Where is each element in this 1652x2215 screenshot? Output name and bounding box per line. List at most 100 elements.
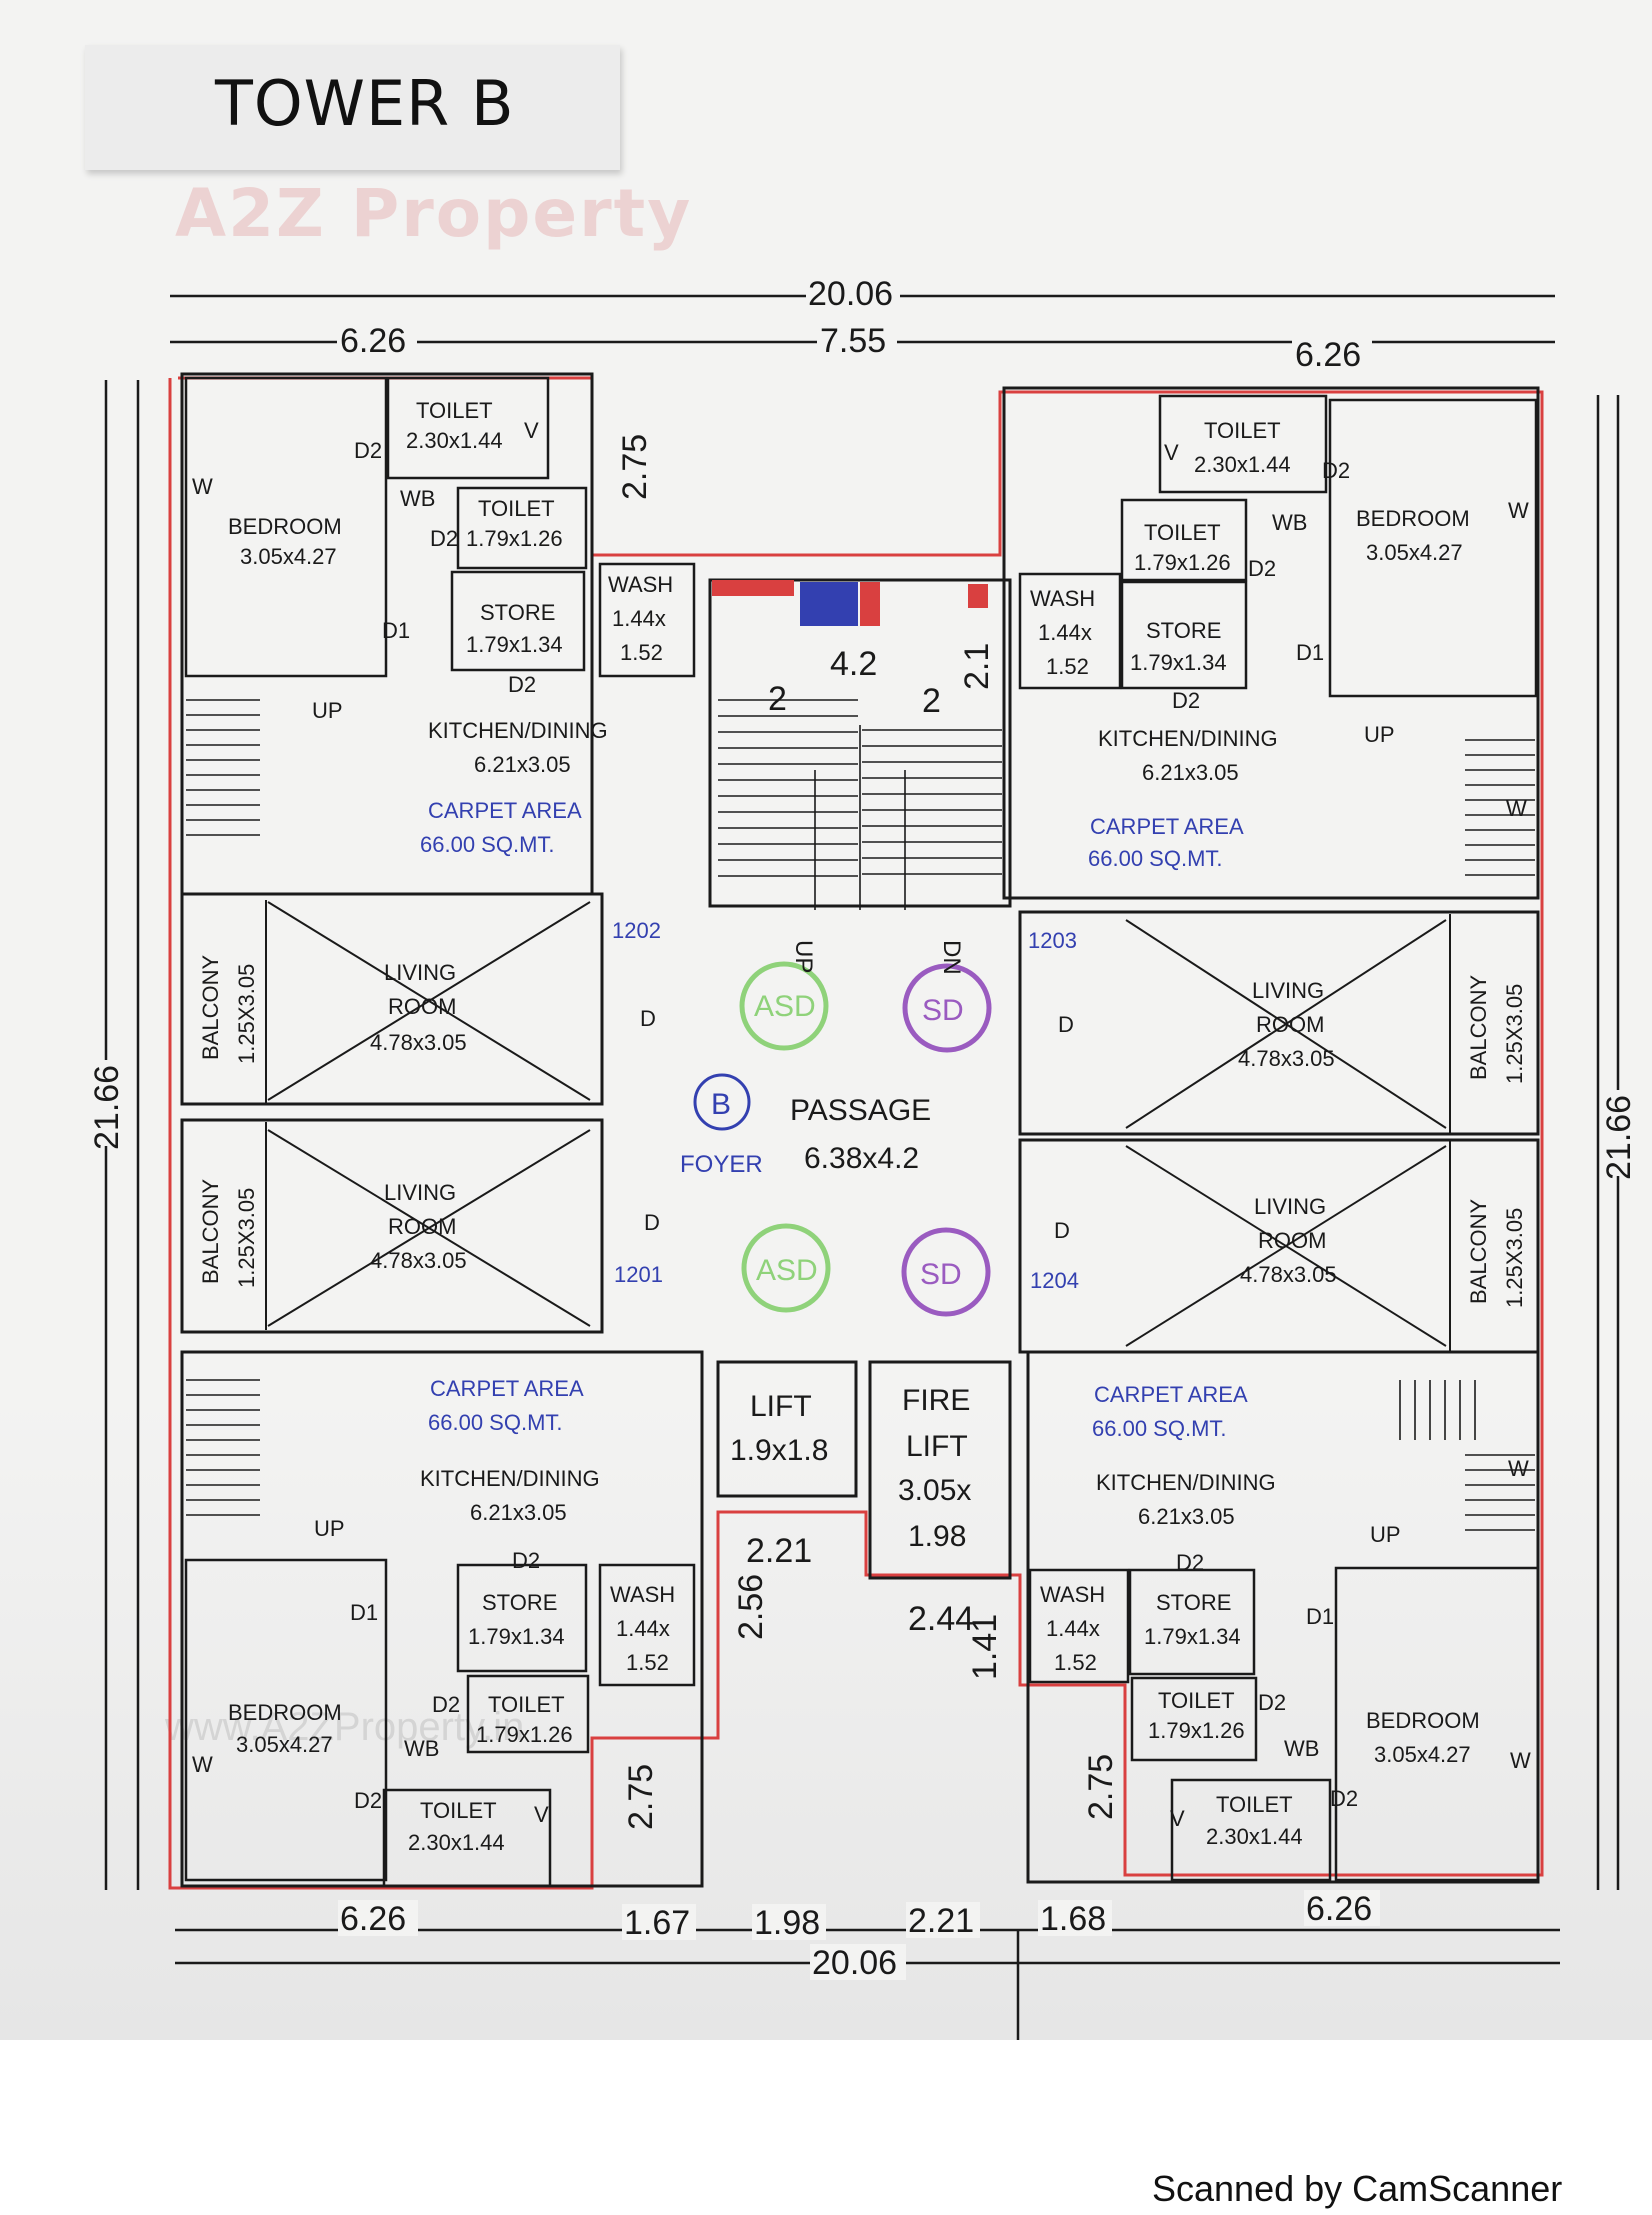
dim-duct-top-left: 2.75 [616, 434, 654, 500]
label-door: D [1054, 1218, 1070, 1243]
label-door: D2 [354, 1788, 382, 1813]
title-card: TOWER B [85, 45, 620, 170]
label-toilet: TOILET [1144, 520, 1221, 545]
unit-number: 1202 [612, 918, 661, 943]
label-door: D2 [1258, 1690, 1286, 1715]
dim-bottom-left: 6.26 [340, 1900, 406, 1938]
label-vent: V [524, 418, 539, 443]
label-foyer: FOYER [680, 1151, 763, 1178]
dim-top-mid: 7.55 [820, 322, 886, 360]
label-toilet: TOILET [1158, 1688, 1235, 1713]
stair-treads [186, 699, 1535, 1531]
label-carpet-value: 66.00 SQ.MT. [1088, 846, 1223, 871]
dim-stair-width: 4.2 [830, 645, 877, 683]
label-kitchen: KITCHEN/DINING [1098, 726, 1278, 751]
label-kitchen: KITCHEN/DINING [428, 718, 608, 743]
label-window: W [1506, 796, 1527, 821]
label-door: D2 [1172, 688, 1200, 713]
label-stair-up: UP [314, 1516, 345, 1541]
label-wash-dim: 1.44x [1038, 620, 1092, 645]
label-wash-basin: WB [400, 486, 435, 511]
label-wash: WASH [1030, 586, 1095, 611]
dim-duct-bottom-left: 2.75 [622, 1764, 660, 1830]
label-balcony: BALCONY [198, 1179, 223, 1284]
label-carpet-area: CARPET AREA [430, 1376, 584, 1401]
label-wash-basin: WB [1284, 1736, 1319, 1761]
label-door: D1 [382, 618, 410, 643]
living-room-marks [265, 900, 1451, 1352]
label-balcony: BALCONY [198, 955, 223, 1060]
label-sd: SD [920, 1258, 962, 1291]
label-stair-down: DN [938, 940, 965, 975]
label-wash-dim: 1.44x [612, 606, 666, 631]
label-toilet: TOILET [1204, 418, 1281, 443]
label-door: D2 [1176, 1550, 1204, 1575]
dim-top-left: 6.26 [340, 322, 406, 360]
partitions [184, 376, 1540, 1888]
unit-number: 1201 [614, 1262, 663, 1287]
label-living-dim: 4.78x3.05 [370, 1248, 467, 1273]
label-door: D2 [430, 526, 458, 551]
dim-lobby-depth: 2.56 [732, 1574, 770, 1640]
label-lift-dim: 1.9x1.8 [730, 1434, 828, 1467]
label-door: D2 [432, 1692, 460, 1717]
label-wash-basin: WB [1272, 510, 1307, 535]
label-fire-lift-dim: 3.05x [898, 1474, 971, 1507]
dim-lobby2-depth: 1.41 [966, 1614, 1004, 1680]
label-wash: WASH [608, 572, 673, 597]
label-living: ROOM [388, 1214, 456, 1239]
label-kitchen-dim: 6.21x3.05 [1138, 1504, 1235, 1529]
label-vent: V [534, 1802, 549, 1827]
label-living: ROOM [388, 994, 456, 1019]
flat-1201-labels: 1201 CARPET AREA 66.00 SQ.MT. LIVING ROO… [192, 1179, 675, 1855]
detector-circles [693, 961, 992, 1317]
label-fire-lift: FIRE [902, 1384, 970, 1417]
dim-stair-right: 2 [922, 682, 941, 720]
label-living: LIVING [1254, 1194, 1326, 1219]
label-passage: PASSAGE [790, 1094, 931, 1127]
label-carpet-area: CARPET AREA [428, 798, 582, 823]
label-wash-dim: 1.44x [616, 1616, 670, 1641]
core-labels: PASSAGE 6.38x4.2 B FOYER LIFT 1.9x1.8 FI… [680, 940, 971, 1553]
label-wash-dim: 1.52 [1054, 1650, 1097, 1675]
dim-bottom-seg3: 2.21 [908, 1902, 974, 1940]
label-living-dim: 4.78x3.05 [1238, 1046, 1335, 1071]
dim-lobby2-width: 2.44 [908, 1600, 974, 1638]
label-bedroom-dim: 3.05x4.27 [1366, 540, 1463, 565]
flat-1202-labels: TOILET 2.30x1.44 TOILET 1.79x1.26 BEDROO… [192, 398, 673, 1064]
label-sd: SD [922, 994, 964, 1027]
label-bedroom: BEDROOM [1356, 506, 1470, 531]
fire-equipment-icon [712, 580, 988, 626]
dim-left-height: 21.66 [88, 1065, 126, 1150]
label-fire-lift-dim: 1.98 [908, 1520, 966, 1553]
label-toilet: TOILET [420, 1798, 497, 1823]
label-balcony: BALCONY [1466, 975, 1491, 1080]
label-tower-letter: B [711, 1088, 731, 1121]
label-kitchen-dim: 6.21x3.05 [474, 752, 571, 777]
plan-text: 20.06 6.26 7.55 6.26 20.06 6.26 1.67 1.9… [88, 275, 1638, 1982]
label-toilet-dim: 1.79x1.26 [1134, 550, 1231, 575]
label-door: D2 [1248, 556, 1276, 581]
label-kitchen: KITCHEN/DINING [420, 1466, 600, 1491]
label-lift: LIFT [750, 1390, 812, 1423]
label-store-dim: 1.79x1.34 [1130, 650, 1227, 675]
label-stair-up: UP [1364, 722, 1395, 747]
label-door: D2 [354, 438, 382, 463]
label-door: D2 [1330, 1786, 1358, 1811]
label-toilet-dim: 2.30x1.44 [1194, 452, 1291, 477]
label-bedroom: BEDROOM [228, 1700, 342, 1725]
label-balcony-dim: 1.25X3.05 [234, 1188, 259, 1288]
label-living: ROOM [1256, 1012, 1324, 1037]
label-bedroom-dim: 3.05x4.27 [236, 1732, 333, 1757]
label-door: D [1058, 1012, 1074, 1037]
label-vent: V [1164, 440, 1179, 465]
label-asd: ASD [754, 990, 816, 1023]
dim-bottom-seg1: 1.67 [624, 1904, 690, 1942]
dim-stair-depth: 2.1 [958, 643, 996, 690]
label-vent: V [1170, 1806, 1185, 1831]
label-store-dim: 1.79x1.34 [468, 1624, 565, 1649]
label-store-dim: 1.79x1.34 [1144, 1624, 1241, 1649]
label-balcony-dim: 1.25X3.05 [1502, 1208, 1527, 1308]
label-toilet-dim: 1.79x1.26 [1148, 1718, 1245, 1743]
label-window: W [192, 1752, 213, 1777]
